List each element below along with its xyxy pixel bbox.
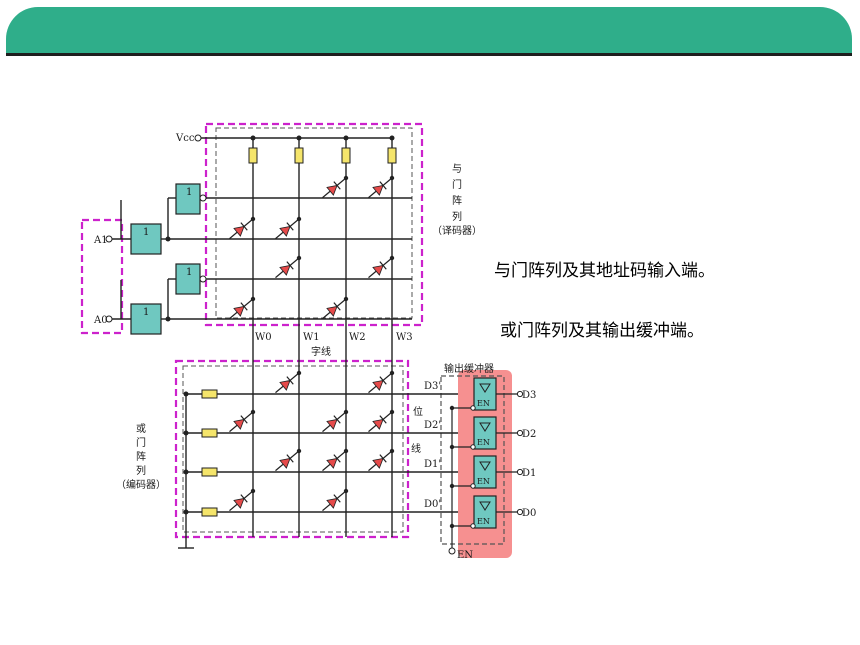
or-array-box (174, 359, 410, 539)
svg-text:门: 门 (136, 436, 146, 449)
or-array-note: 或门阵列及其输出缓冲端。 (500, 321, 704, 341)
and-diode-6-node (250, 296, 256, 302)
bit-input-d0: D0' (424, 499, 441, 510)
pull-down-resistors (201, 389, 218, 517)
or-diode-3 (322, 411, 346, 433)
and-diode-2-node (250, 216, 256, 222)
and-diode-4 (275, 257, 299, 279)
or-diode-6 (322, 450, 346, 472)
gate-mark-2: 1 (143, 227, 149, 238)
and-diode-7 (322, 298, 346, 320)
and-array-diodes (229, 175, 395, 320)
output-d2: D2 (522, 429, 536, 440)
bit-input-d3: D3' (424, 381, 441, 392)
word-line-w0: W0 (255, 332, 272, 343)
bit-line-label-2: 线 (411, 442, 421, 455)
header-rule (6, 53, 852, 56)
header-banner (6, 7, 852, 53)
buffer-box (440, 375, 505, 545)
or-diode-7-node (389, 448, 395, 454)
and-diode-2 (229, 218, 253, 240)
vcc-label: Vcc (175, 133, 195, 144)
or-array-inner-box (182, 365, 404, 533)
or-diode-2 (229, 411, 253, 433)
buffer-0: EN (449, 377, 524, 411)
or-diode-5-node (296, 448, 302, 454)
input-a0-label: A0 (93, 315, 108, 326)
bit-input-d2: D2' (424, 420, 441, 431)
enable-label: EN (457, 550, 473, 561)
svg-text:阵: 阵 (452, 194, 462, 207)
and-array-inner-box (215, 127, 413, 319)
and-array-label: 与 门 阵 列 （译码器） (432, 163, 482, 237)
or-diode-1 (368, 372, 392, 394)
or-diode-9 (322, 490, 346, 512)
buffer-1: EN (449, 416, 524, 450)
bit-input-d1: D1' (424, 459, 441, 470)
buffer-title: 输出缓冲器 (444, 362, 494, 375)
or-diode-3-node (343, 409, 349, 415)
word-line-label: 字线 (311, 345, 331, 358)
svg-text:阵: 阵 (136, 450, 146, 463)
buffer-3: EN (449, 495, 524, 529)
or-diode-5 (275, 450, 299, 472)
or-array-label: 或 门 阵 列 （编码器） (116, 423, 166, 491)
svg-text:列: 列 (452, 210, 462, 223)
gate-mark-3: 1 (186, 267, 192, 278)
svg-text:门: 门 (452, 178, 462, 191)
and-diode-6 (229, 298, 253, 320)
svg-text:与: 与 (452, 163, 462, 175)
and-diode-3 (275, 218, 299, 240)
and-diode-4-node (296, 255, 302, 261)
or-diode-0 (275, 372, 299, 394)
or-diode-9-node (343, 488, 349, 494)
or-diode-2-node (250, 409, 256, 415)
or-diode-8-node (250, 488, 256, 494)
pull-up-resistors (248, 147, 397, 164)
buffer-mark-1: EN (477, 438, 490, 447)
and-diode-5-node (389, 255, 395, 261)
and-diode-5 (368, 257, 392, 279)
output-d3: D3 (522, 390, 536, 401)
word-line-w3: W3 (396, 332, 413, 343)
output-d0: D0 (522, 508, 536, 519)
and-diode-0 (322, 177, 346, 199)
and-diode-1-node (389, 175, 395, 181)
gate-mark-1: 1 (186, 187, 192, 198)
word-lines (252, 138, 393, 537)
inverter-gates (130, 183, 207, 335)
word-line-w2: W2 (349, 332, 366, 343)
or-diode-6-node (343, 448, 349, 454)
or-diode-4-node (389, 409, 395, 415)
or-diode-4 (368, 411, 392, 433)
bit-line-label-1: 位 (413, 405, 423, 418)
output-d1: D1 (522, 468, 536, 479)
svg-text:（编码器）: （编码器） (116, 478, 166, 491)
and-diode-7-node (343, 296, 349, 302)
or-diode-8 (229, 490, 253, 512)
and-diode-1 (368, 177, 392, 199)
input-a1-label: A1 (93, 235, 108, 246)
and-array-note: 与门阵列及其地址码输入端。 (494, 261, 715, 281)
svg-text:列: 列 (136, 464, 146, 477)
word-line-w1: W1 (303, 332, 320, 343)
and-diode-0-node (343, 175, 349, 181)
and-diode-3-node (296, 216, 302, 222)
gate-mark-4: 1 (143, 307, 149, 318)
or-array-diodes (229, 370, 395, 512)
svg-text:或: 或 (136, 423, 146, 435)
buffer-mark-2: EN (477, 477, 490, 486)
buffer-mark-0: EN (477, 399, 490, 408)
buffer-mark-3: EN (477, 517, 490, 526)
or-diode-1-node (389, 370, 395, 376)
or-diode-0-node (296, 370, 302, 376)
or-diode-7 (368, 450, 392, 472)
svg-text:（译码器）: （译码器） (432, 225, 482, 237)
